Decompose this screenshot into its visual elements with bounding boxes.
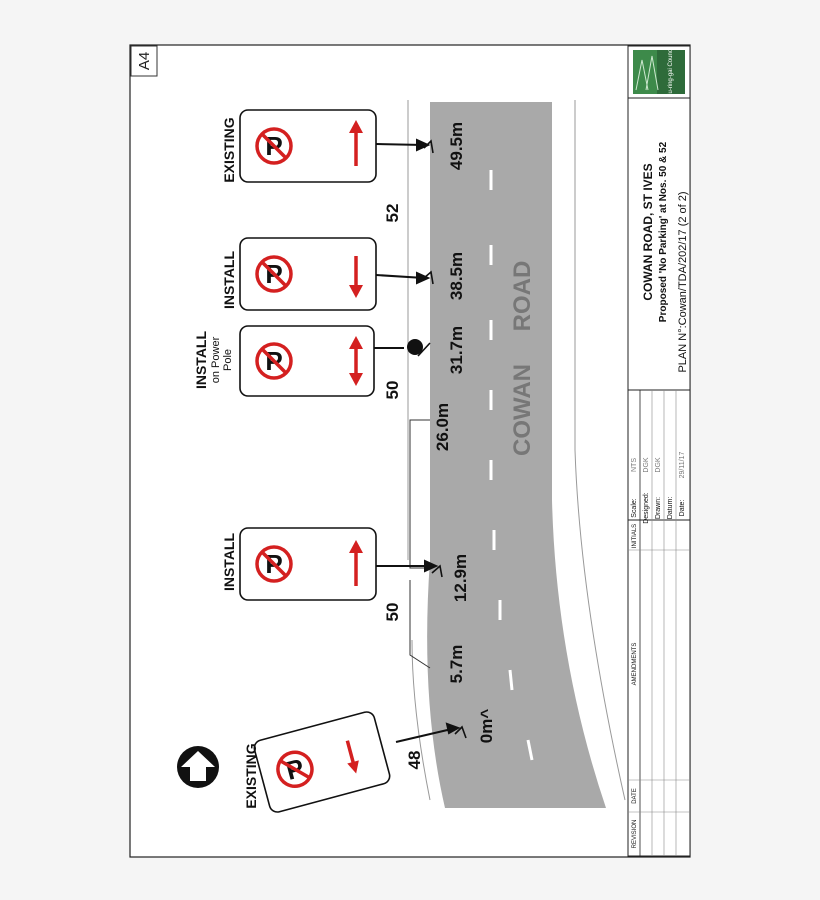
sign-status-5: EXISTING bbox=[221, 117, 237, 182]
centre-line bbox=[489, 170, 534, 761]
sheet-size-label: A4 bbox=[136, 52, 153, 70]
sign-install-power-pole bbox=[239, 325, 375, 397]
far-kerb-line bbox=[574, 100, 626, 801]
detail-datum-label: Datum: bbox=[667, 497, 674, 520]
distance-label-5-7: 5.7m bbox=[447, 645, 466, 684]
header-date: DATE bbox=[632, 788, 638, 804]
council-logo bbox=[633, 50, 685, 94]
distance-label-12-9: 12.9m bbox=[451, 554, 470, 602]
title-block: Ku-ring-gai Council COWAN ROAD, ST IVES … bbox=[627, 45, 691, 857]
sheet-size-box: A4 bbox=[130, 45, 158, 77]
sign-status-3: INSTALL bbox=[193, 331, 209, 390]
header-amendments: AMENDMENTS bbox=[632, 643, 638, 686]
detail-date-label: Date: bbox=[679, 500, 686, 517]
sign-existing-48 bbox=[253, 711, 391, 813]
drawing-title: COWAN ROAD, ST IVES bbox=[641, 163, 655, 300]
road-name-word1: COWAN bbox=[509, 364, 536, 456]
detail-date-value: 29/11/17 bbox=[679, 452, 686, 479]
sign-install-12-9 bbox=[239, 527, 377, 601]
plan-number: PLAN N°:Cowan/TDA/202/17 (2 of 2) bbox=[677, 191, 689, 372]
council-logo-text: Ku-ring-gai Council bbox=[668, 46, 674, 97]
north-arrow-icon bbox=[177, 746, 219, 788]
sign-install-38-5 bbox=[239, 237, 377, 311]
detail-designed-label: Designed: bbox=[643, 492, 650, 524]
sign-status-4: INSTALL bbox=[221, 251, 237, 310]
distance-label-0: 0m^ bbox=[477, 709, 496, 744]
detail-drawn-value: DGK bbox=[655, 457, 662, 473]
sign-status-3-line3: Pole bbox=[222, 349, 234, 371]
property-number-50-lower: 50 bbox=[383, 603, 402, 622]
property-number-52: 52 bbox=[383, 204, 402, 223]
road-name-word2: ROAD bbox=[509, 261, 536, 332]
detail-scale-value: NTS bbox=[631, 458, 638, 472]
road-surface bbox=[427, 102, 606, 808]
power-pole-icon bbox=[407, 339, 423, 355]
kerb-outline bbox=[409, 419, 431, 669]
sign-leaders bbox=[374, 138, 461, 743]
header-initials: INITIALS bbox=[632, 524, 638, 548]
distance-label-31-7: 31.7m bbox=[447, 326, 466, 374]
detail-designed-value: DGK bbox=[643, 457, 650, 473]
drawing-subtitle: Proposed 'No Parking' at Nos. 50 & 52 bbox=[658, 141, 669, 322]
sign-status-1: EXISTING bbox=[243, 743, 259, 808]
detail-drawn-label: Drawn: bbox=[655, 497, 662, 519]
detail-scale-label: Scale: bbox=[631, 498, 638, 518]
distance-label-49-5: 49.5m bbox=[447, 122, 466, 170]
property-number-50-upper: 50 bbox=[383, 381, 402, 400]
distance-label-26: 26.0m bbox=[433, 403, 452, 451]
header-revision: REVISION bbox=[632, 820, 638, 849]
sign-status-3-line2: on Power bbox=[210, 336, 222, 383]
property-number-48: 48 bbox=[405, 751, 424, 770]
distance-label-38-5: 38.5m bbox=[447, 252, 466, 300]
sign-existing-52 bbox=[239, 109, 377, 183]
sign-status-2: INSTALL bbox=[221, 533, 237, 592]
